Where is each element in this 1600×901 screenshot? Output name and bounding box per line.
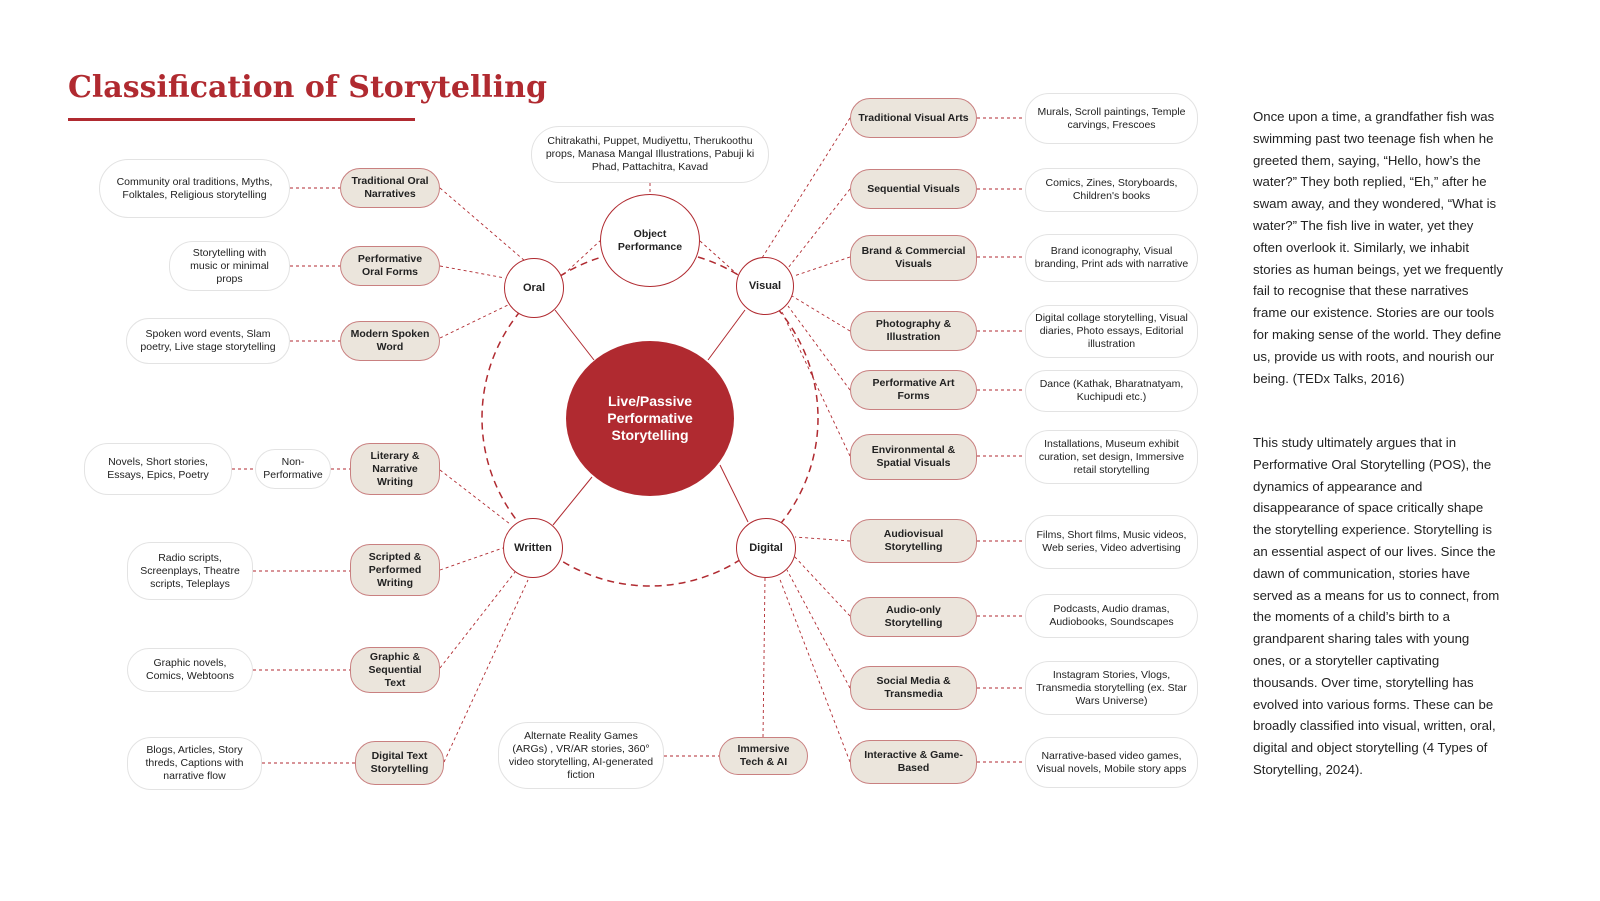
hub-oral: Oral bbox=[504, 258, 564, 318]
written-digital-text-category: Digital Text Storytelling bbox=[355, 741, 444, 785]
page-title: Classification of Storytelling bbox=[68, 70, 547, 105]
oral-traditional-category: Traditional Oral Narratives bbox=[340, 168, 440, 208]
outer-ring bbox=[481, 249, 819, 587]
visual-sequential-category: Sequential Visuals bbox=[850, 169, 977, 209]
visual-sequential-examples: Comics, Zines, Storyboards, Children's b… bbox=[1025, 168, 1198, 212]
visual-performative-examples: Dance (Kathak, Bharatnatyam, Kuchipudi e… bbox=[1025, 370, 1198, 412]
visual-environmental-examples: Installations, Museum exhibit curation, … bbox=[1025, 430, 1198, 484]
oral-performative-examples: Storytelling with music or minimal props bbox=[169, 241, 290, 291]
digital-audiovisual-examples: Films, Short films, Music videos, Web se… bbox=[1025, 515, 1198, 569]
visual-photo-category: Photography & Illustration bbox=[850, 311, 977, 351]
oral-performative-category: Performative Oral Forms bbox=[340, 246, 440, 286]
visual-brand-examples: Brand iconography, Visual branding, Prin… bbox=[1025, 234, 1198, 282]
digital-interactive-examples: Narrative-based video games, Visual nove… bbox=[1025, 737, 1198, 788]
digital-interactive-category: Interactive & Game-Based bbox=[850, 740, 977, 784]
written-literary-mid: Non-Performative bbox=[255, 449, 331, 489]
center-spokes bbox=[552, 309, 749, 526]
hub-digital: Digital bbox=[736, 518, 796, 578]
visual-brand-category: Brand & Commercial Visuals bbox=[850, 235, 977, 281]
digital-immersive-examples: Alternate Reality Games (ARGs) , VR/AR s… bbox=[498, 722, 664, 789]
object-examples: Chitrakathi, Puppet, Mudiyettu, Therukoo… bbox=[531, 126, 769, 183]
digital-audio-category: Audio-only Storytelling bbox=[850, 597, 977, 637]
hub-object-performance: Object Performance bbox=[600, 194, 700, 287]
intro-paragraph: Once upon a time, a grandfather fish was… bbox=[1253, 109, 1503, 386]
digital-audio-examples: Podcasts, Audio dramas, Audiobooks, Soun… bbox=[1025, 594, 1198, 638]
argument-paragraph: This study ultimately argues that in Per… bbox=[1253, 435, 1500, 777]
digital-social-category: Social Media & Transmedia bbox=[850, 666, 977, 710]
digital-audiovisual-category: Audiovisual Storytelling bbox=[850, 519, 977, 563]
written-literary-examples: Novels, Short stories, Essays, Epics, Po… bbox=[84, 443, 232, 495]
center-node: Live/Passive Performative Storytelling bbox=[566, 341, 734, 496]
visual-traditional-examples: Murals, Scroll paintings, Temple carving… bbox=[1025, 93, 1198, 144]
title-underline bbox=[68, 118, 415, 121]
oral-traditional-examples: Community oral traditions, Myths, Folkta… bbox=[99, 159, 290, 218]
written-graphic-category: Graphic & Sequential Text bbox=[350, 647, 440, 693]
hub-visual: Visual bbox=[736, 257, 794, 315]
written-graphic-examples: Graphic novels, Comics, Webtoons bbox=[127, 648, 253, 692]
visual-environmental-category: Environmental & Spatial Visuals bbox=[850, 434, 977, 480]
written-literary-category: Literary & Narrative Writing bbox=[350, 443, 440, 495]
written-scripted-examples: Radio scripts, Screenplays, Theatre scri… bbox=[127, 542, 253, 600]
written-scripted-category: Scripted & Performed Writing bbox=[350, 544, 440, 596]
oral-modern-examples: Spoken word events, Slam poetry, Live st… bbox=[126, 318, 290, 364]
dashed-connectors bbox=[232, 117, 1025, 764]
oral-modern-category: Modern Spoken Word bbox=[340, 321, 440, 361]
visual-traditional-category: Traditional Visual Arts bbox=[850, 98, 977, 138]
visual-performative-category: Performative Art Forms bbox=[850, 370, 977, 410]
digital-immersive-category: Immersive Tech & AI bbox=[719, 737, 808, 775]
written-digital-text-examples: Blogs, Articles, Story threds, Captions … bbox=[127, 737, 262, 790]
hub-written: Written bbox=[503, 518, 563, 578]
digital-social-examples: Instagram Stories, Vlogs, Transmedia sto… bbox=[1025, 661, 1198, 715]
visual-photo-examples: Digital collage storytelling, Visual dia… bbox=[1025, 305, 1198, 358]
